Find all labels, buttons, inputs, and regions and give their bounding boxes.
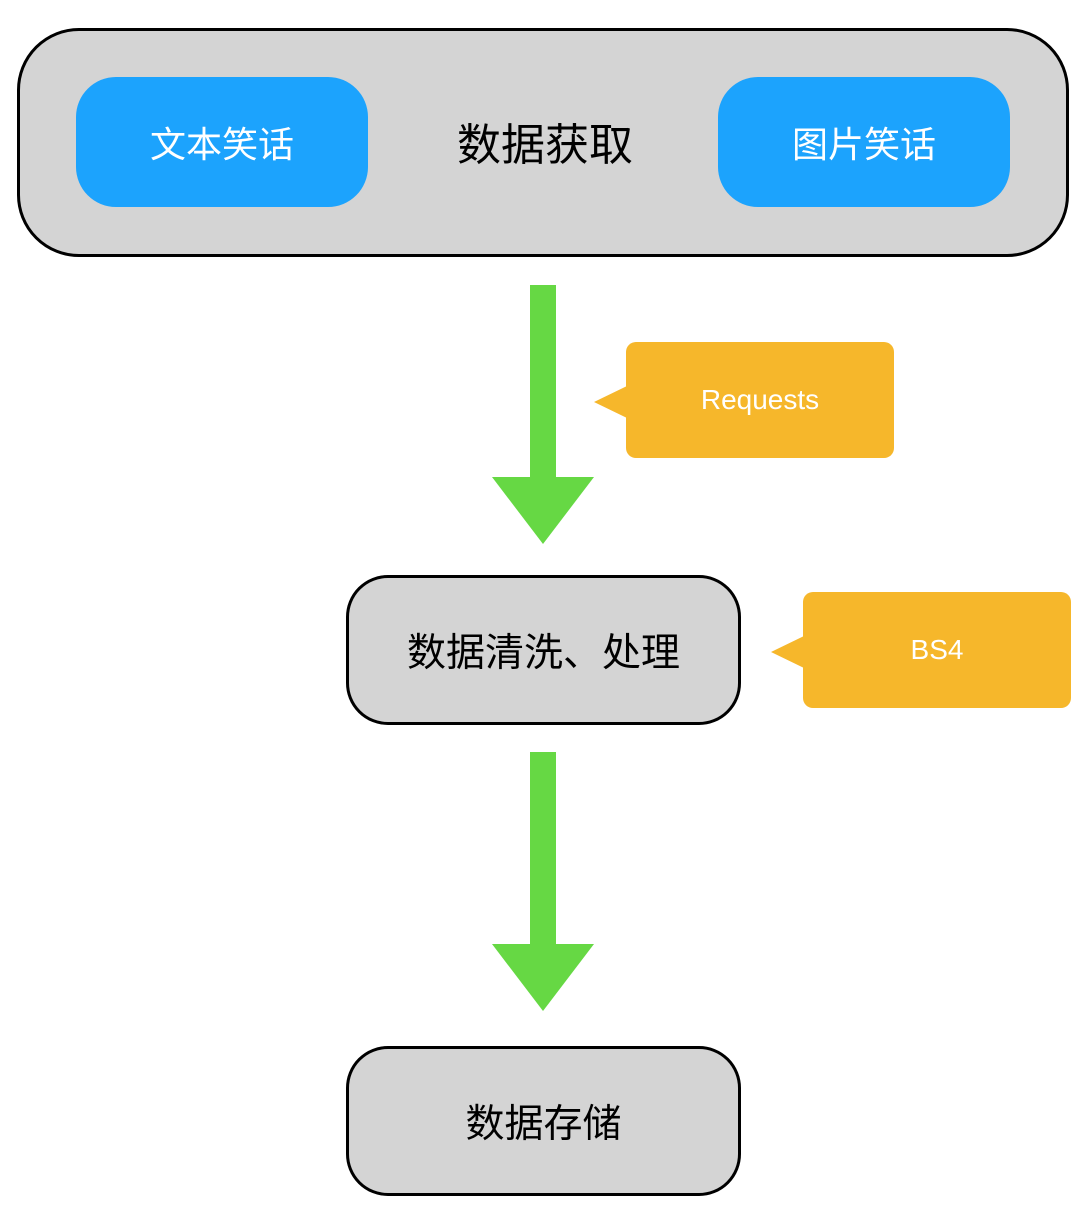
callout-bs4-pointer bbox=[771, 636, 804, 668]
image-jokes-node: 图片笑话 bbox=[718, 77, 1010, 207]
callout-bs4: BS4 bbox=[803, 592, 1071, 708]
arrow-acquire-to-process bbox=[492, 285, 594, 544]
callout-requests-pointer bbox=[594, 386, 627, 418]
data-storage-label: 数据存储 bbox=[465, 1102, 622, 1147]
text-jokes-node: 文本笑话 bbox=[76, 77, 368, 207]
arrow-process-to-store bbox=[492, 752, 594, 1011]
callout-bs4-label: BS4 bbox=[910, 634, 964, 665]
data-processing-label: 数据清洗、处理 bbox=[406, 631, 680, 676]
callout-requests: Requests bbox=[626, 342, 894, 458]
callout-requests-label: Requests bbox=[700, 384, 820, 415]
data-processing-node: 数据清洗、处理 bbox=[346, 575, 741, 725]
image-jokes-label: 图片笑话 bbox=[791, 125, 936, 166]
data-acquisition-title: 数据获取 bbox=[457, 120, 633, 171]
data-storage-node: 数据存储 bbox=[346, 1046, 741, 1196]
text-jokes-label: 文本笑话 bbox=[149, 125, 294, 166]
